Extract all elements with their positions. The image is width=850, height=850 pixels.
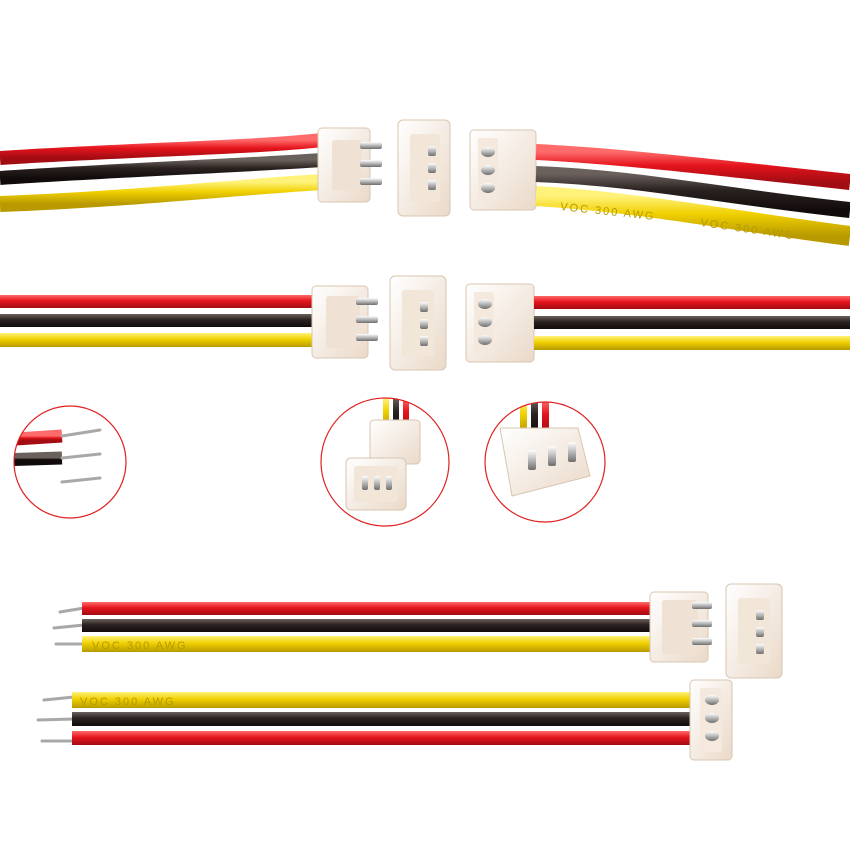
female-receptacle-lead: VOC 300 AWG [36,679,733,761]
male-plug-lead: VOC 300 AWG [52,583,783,679]
receptacle-housing [465,283,535,363]
mated-pair-middle [0,275,850,371]
detail-receptacle-closeup [320,397,450,527]
stripped-ends [52,606,86,646]
male-plug-housing [317,127,382,203]
left-harness-wires [0,133,323,212]
receptacle-housing [689,679,733,761]
male-plug-housing [649,591,712,663]
mated-pair-top: VOC 300 AWG VOC 300 AWG [0,119,850,246]
header-housing [389,275,447,371]
receptacle-housing [469,129,537,211]
header-housing [725,583,783,679]
right-harness-wires [534,296,850,350]
detail-stripped-wire-ends [13,405,127,519]
wire-print: VOC 300 AWG [80,696,176,708]
detail-plug-closeup [484,401,606,523]
header-housing [397,119,451,217]
stripped-ends [36,695,76,743]
right-harness-wires: VOC 300 AWG VOC 300 AWG [535,144,850,246]
male-plug-housing [311,285,378,359]
left-harness-wires [0,295,316,347]
wire-print: VOC 300 AWG [92,640,188,652]
